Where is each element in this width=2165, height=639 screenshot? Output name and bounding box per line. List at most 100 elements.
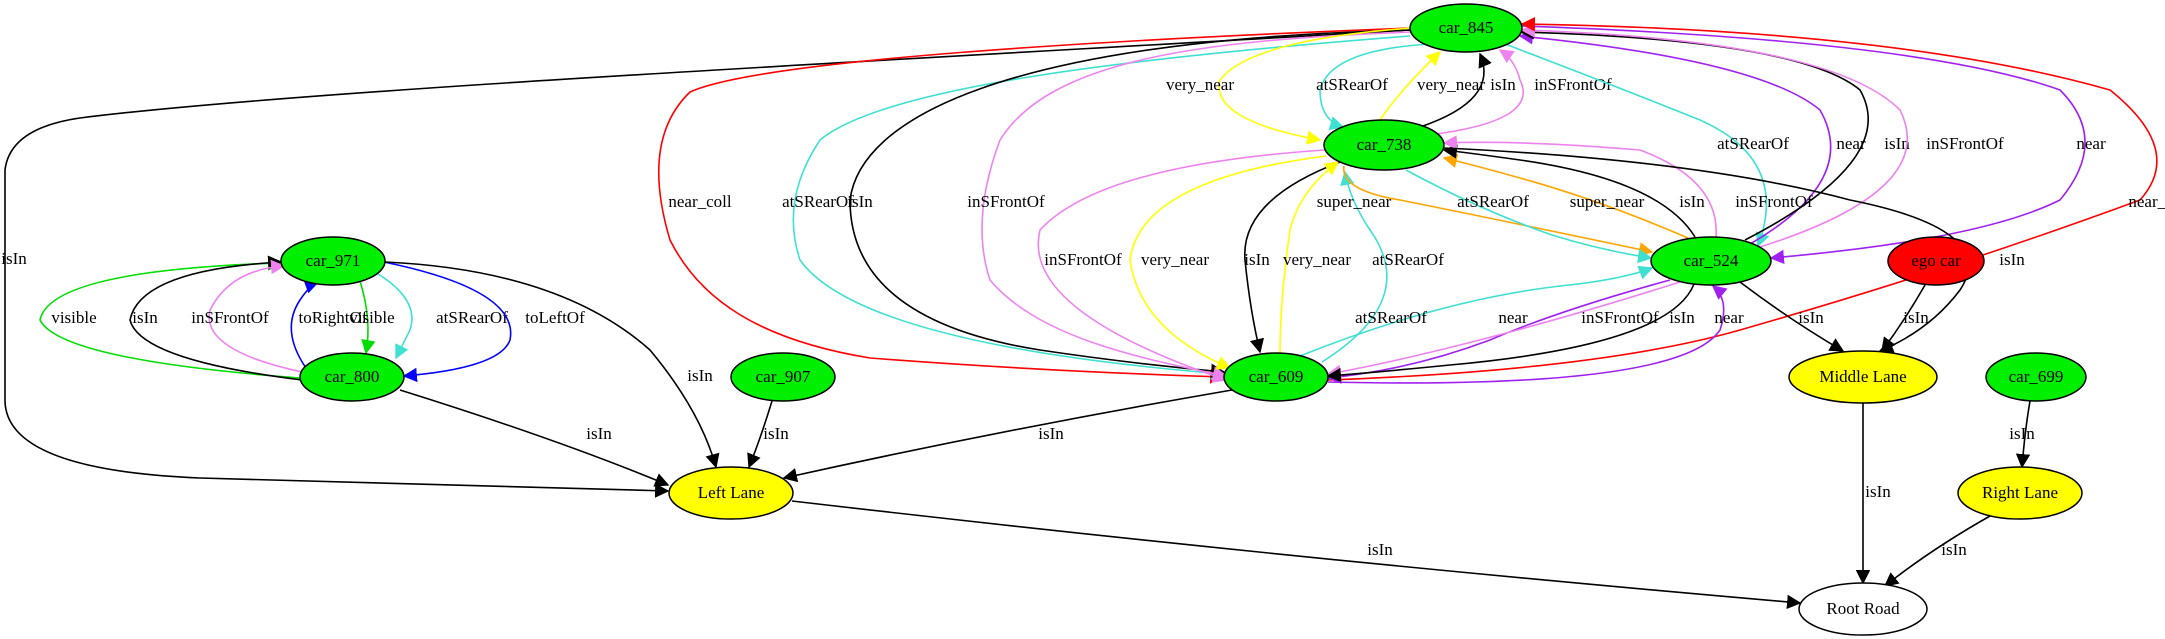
edge-label: isIn — [586, 424, 612, 443]
node-shape — [1223, 352, 1329, 402]
node-right-lane: Right Lane — [1957, 466, 2083, 520]
edge-label: very_near — [1166, 75, 1234, 94]
edge-line — [849, 29, 1413, 378]
edge-line — [747, 400, 773, 469]
node-label: car_907 — [756, 367, 811, 386]
edge-label: visible — [51, 308, 96, 327]
edge-label: isIn — [1367, 540, 1393, 559]
node-label: car_800 — [325, 367, 380, 386]
node-car-699: car_699 — [1985, 352, 2087, 402]
edge-line — [981, 31, 1413, 381]
node-shape — [1323, 119, 1445, 171]
node-shape — [668, 466, 794, 520]
edge-label: isIn — [1244, 250, 1270, 269]
edge-car_524-car_609: inSFrontOf — [1326, 281, 1681, 379]
node-shape — [299, 352, 405, 402]
edge-line — [1405, 169, 1653, 264]
edge-label: toRightOf — [299, 308, 368, 327]
edge-line — [1518, 30, 1832, 245]
edge-label: inSFrontOf — [1581, 308, 1659, 327]
edge-ego_car-middle_lane: isIn — [1881, 284, 1929, 353]
edge-line — [1443, 147, 1970, 353]
edge-car_524-car_609: isIn — [1326, 283, 1695, 383]
edge-right_lane-root_road: isIn — [1883, 515, 1991, 587]
node-shape — [1957, 466, 2083, 520]
edge-car_800-car_971: inSFrontOf — [191, 259, 303, 373]
edge-car_738-middle_lane: isIn — [1443, 147, 2025, 353]
edge-label: atSRearOf — [1355, 308, 1427, 327]
edge-label: isIn — [1903, 308, 1929, 327]
edge-line — [1519, 25, 1869, 241]
edge-car_609-car_524: near — [1327, 285, 1744, 384]
node-label: car_738 — [1357, 135, 1412, 154]
edge-line — [377, 273, 413, 360]
edge-label: isIn — [2009, 424, 2035, 443]
edge-label: isIn — [847, 192, 873, 211]
edge-car_971-car_800: visible — [349, 280, 395, 355]
node-label: car_699 — [2009, 367, 2064, 386]
edge-line — [1435, 49, 1525, 135]
edge-line — [359, 280, 376, 355]
edge-label: isIn — [1941, 540, 1967, 559]
edge-label: near — [1498, 308, 1528, 327]
node-car-845: car_845 — [1409, 3, 1523, 53]
edge-car_845-car_609: inSFrontOf — [967, 31, 1413, 381]
edge-label: isIn — [1884, 134, 1910, 153]
node-car-971: car_971 — [280, 236, 386, 286]
edge-car_524-car_738: super_near — [1442, 153, 1689, 239]
edge-label: near_coll — [2128, 192, 2165, 211]
edge-car_738-car_524: super_near — [1317, 165, 1654, 257]
node-left-lane: Left Lane — [668, 466, 794, 520]
edge-label: atSRearOf — [1717, 134, 1789, 153]
edge-car_609-car_738: very_near — [1279, 161, 1351, 354]
node-shape — [1887, 236, 1985, 286]
edge-label: inSFrontOf — [191, 308, 269, 327]
edge-line — [399, 389, 670, 487]
edge-left_lane-root_road: isIn — [791, 500, 1802, 610]
edge-label: visible — [349, 308, 394, 327]
node-shape — [1409, 3, 1523, 53]
edge-line — [782, 389, 1233, 483]
node-label: Right Lane — [1982, 483, 2058, 502]
edge-label: inSFrontOf — [1926, 134, 2004, 153]
edge-car_845-car_609: isIn — [847, 29, 1413, 378]
edge-car_738-car_845: isIn — [1419, 52, 1516, 128]
edge-car_971-car_800: toLeftOf — [383, 261, 585, 383]
edge-car_845-car_609: atSRearOf — [782, 35, 1411, 381]
edge-car_845-car_524: atSRearOf — [1504, 43, 1789, 248]
nodes-layer: car_845 car_738 car_971 car_800 car_907 car_6… — [280, 3, 2087, 636]
edge-line — [1504, 43, 1770, 248]
edge-label: atSRearOf — [1316, 75, 1388, 94]
edge-line — [1419, 52, 1492, 128]
node-shape — [730, 352, 836, 402]
edge-line — [1379, 51, 1442, 121]
edge-line — [657, 27, 1413, 384]
edge-label: inSFrontOf — [967, 192, 1045, 211]
edge-line — [1218, 27, 1413, 145]
edge-label: atSRearOf — [1457, 192, 1529, 211]
edge-label: isIn — [1679, 192, 1705, 211]
edge-car_738-car_609: inSFrontOf — [1037, 149, 1326, 383]
edge-label: near — [2076, 134, 2106, 153]
node-label: Left Lane — [698, 483, 765, 502]
edge-car_738-car_609: very_near — [1129, 155, 1327, 370]
edge-line — [1883, 515, 1991, 587]
edge-car_524-car_738: inSFrontOf — [1442, 135, 1813, 238]
edge-line — [1442, 135, 1717, 238]
edge-label: isIn — [1999, 250, 2025, 269]
edge-car_845-left_lane: isIn — [1, 29, 1411, 498]
node-label: car_845 — [1439, 18, 1494, 37]
edge-line — [1326, 281, 1681, 379]
node-car-738: car_738 — [1323, 119, 1445, 171]
edge-label: very_near — [1141, 250, 1209, 269]
edge-car_800-car_971: toRightOf — [290, 279, 368, 369]
edge-line — [1319, 43, 1431, 131]
edge-car_800-left_lane: isIn — [399, 389, 670, 487]
edge-car_800-car_971: visible — [39, 256, 301, 379]
edge-car_845-car_524: near — [1521, 25, 2106, 265]
edge-label: toLeftOf — [525, 308, 585, 327]
edge-car_524-car_845: near — [1518, 30, 1866, 245]
edge-car_738-car_609: isIn — [1244, 161, 1341, 354]
edge-car_524-middle_lane: isIn — [1739, 281, 1845, 352]
